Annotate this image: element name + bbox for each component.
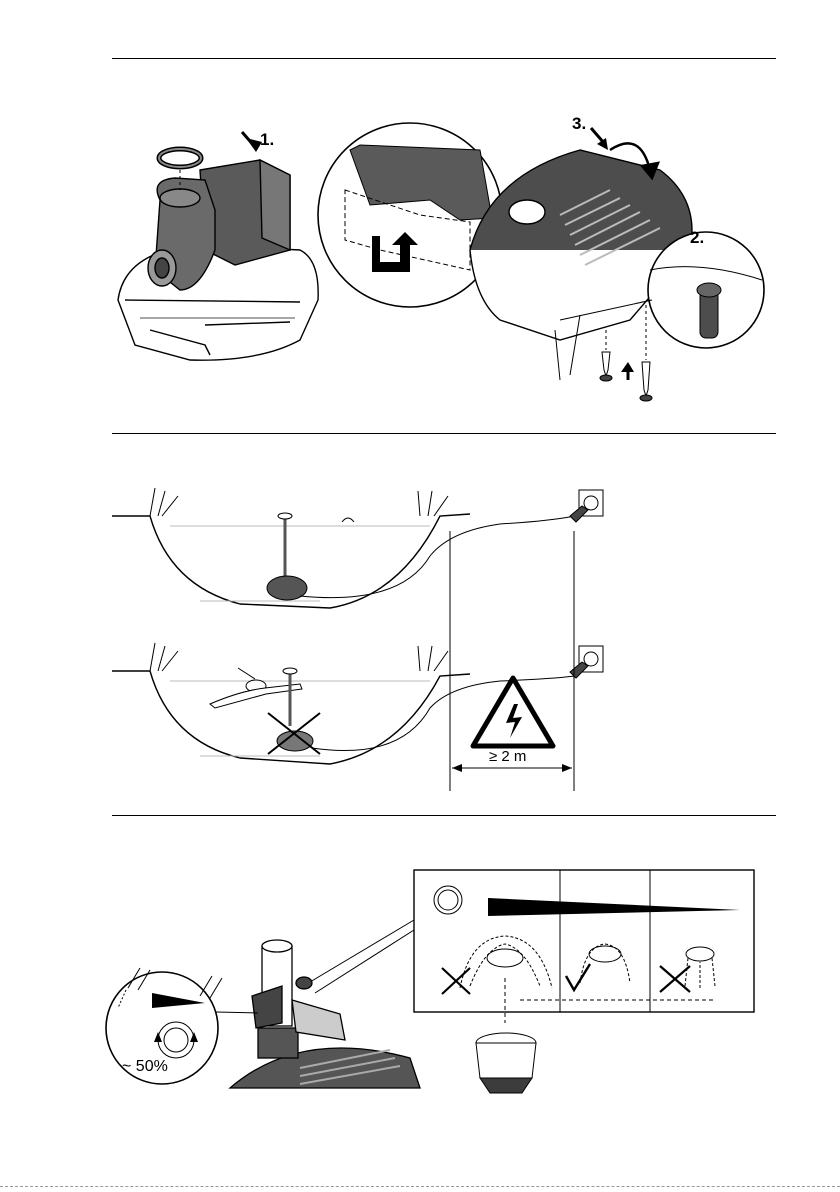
pond-drawing [0,436,840,814]
reed-plant-icon [418,646,448,671]
step-label-2: 2. [690,228,704,248]
push-arrow-icon [621,362,634,380]
pump-with-valve [230,940,420,1088]
page-bottom-edge [0,1186,840,1187]
step-label-1: 1. [260,130,274,150]
reed-plant-icon [150,643,178,671]
section-divider-bottom [112,815,776,816]
power-socket-icon [570,490,603,522]
pond-safety-figure: ≥ 2 m [0,436,840,814]
step-label-3: 3. [572,114,586,134]
flow-percent-label: ~ 50% [122,1058,168,1076]
screw-icon [640,305,652,401]
distance-dimension-line [452,764,572,772]
push-arrow-icon [591,128,608,150]
section-divider-middle [112,433,776,434]
flow-adjust-figure: ~ 50% [0,818,840,1188]
distance-label: ≥ 2 m [489,748,526,765]
spray-comparison-panel [414,870,754,1023]
assembly-figure: 1. 2. 3. [0,0,840,430]
screw-icon [600,330,612,381]
power-socket-icon [570,646,603,678]
reed-plant-icon [150,488,178,516]
adjust-knob-icon [434,886,462,914]
cable-detail-magnifier [648,232,764,348]
fountain-nozzle [476,1033,536,1093]
flow-adjust-drawing [0,818,840,1188]
assembly-drawing [0,0,840,430]
pond-upper [112,488,575,608]
electric-hazard-icon [473,678,553,746]
push-arrow-icon [242,132,262,152]
reed-plant-icon [418,491,448,516]
